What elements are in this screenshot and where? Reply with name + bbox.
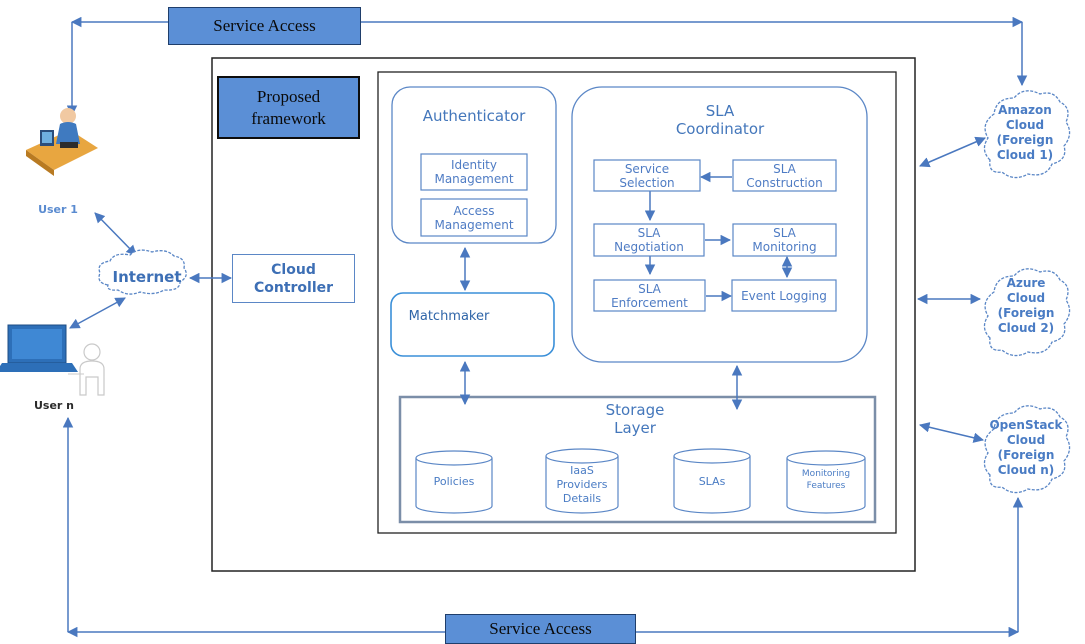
sla-construction-label: SLA Construction xyxy=(746,161,823,190)
internet-cloud-shape xyxy=(98,249,187,295)
sla-coordinator-title: SLA Coordinator xyxy=(675,102,765,138)
matchmaker-box xyxy=(390,292,555,357)
sla-negotiation-label: SLA Negotiation xyxy=(614,226,684,254)
sla-monitoring-label: SLA Monitoring xyxy=(752,226,817,254)
access-management-label: Access Management xyxy=(434,203,514,232)
cloud-controller-label: Cloud Controller xyxy=(253,261,334,296)
azure-cloud-label: Azure Cloud (Foreign Cloud 2) xyxy=(997,276,1055,335)
proposed-framework-label: Proposed framework xyxy=(217,76,360,139)
storage-item-iaas-providers: IaaS Providers Details xyxy=(556,464,608,505)
inner-framework-frame xyxy=(377,71,897,534)
internal-arrows xyxy=(69,136,986,443)
service-access-top-label: Service Access xyxy=(168,7,361,45)
internet-label: Internet xyxy=(112,268,182,286)
storage-item-monitoring-features: Monitoring Features xyxy=(801,469,851,491)
auth-subboxes xyxy=(420,153,528,237)
storage-item-slas: SLAs xyxy=(698,475,726,488)
authenticator-title: Authenticator xyxy=(422,107,526,125)
openstack-cloud-label: OpenStack Cloud (Foreign Cloud n) xyxy=(989,418,1063,477)
sla-enforcement-label: SLA Enforcement xyxy=(611,281,688,310)
sla-subboxes xyxy=(593,159,837,312)
outer-framework-frame xyxy=(211,57,916,572)
storage-item-policies: Policies xyxy=(433,475,475,488)
service-selection-label: Service Selection xyxy=(619,161,675,190)
foreign-cloud-shapes xyxy=(983,90,1071,494)
usern-label: User n xyxy=(33,398,75,412)
storage-cylinders xyxy=(415,448,866,514)
usern-icon xyxy=(0,324,105,396)
event-logging-label: Event Logging xyxy=(741,288,827,303)
user1-label: User 1 xyxy=(38,202,78,216)
identity-management-label: Identity Management xyxy=(434,158,514,186)
cloud-controller-box[interactable]: Cloud Controller xyxy=(232,254,355,303)
service-access-bottom-label: Service Access xyxy=(445,614,636,644)
storage-layer-title: Storage Layer xyxy=(605,401,665,437)
user1-icon xyxy=(26,108,98,176)
matchmaker-label: Matchmaker xyxy=(408,308,490,324)
amazon-cloud-label: Amazon Cloud (Foreign Cloud 1) xyxy=(996,103,1054,162)
